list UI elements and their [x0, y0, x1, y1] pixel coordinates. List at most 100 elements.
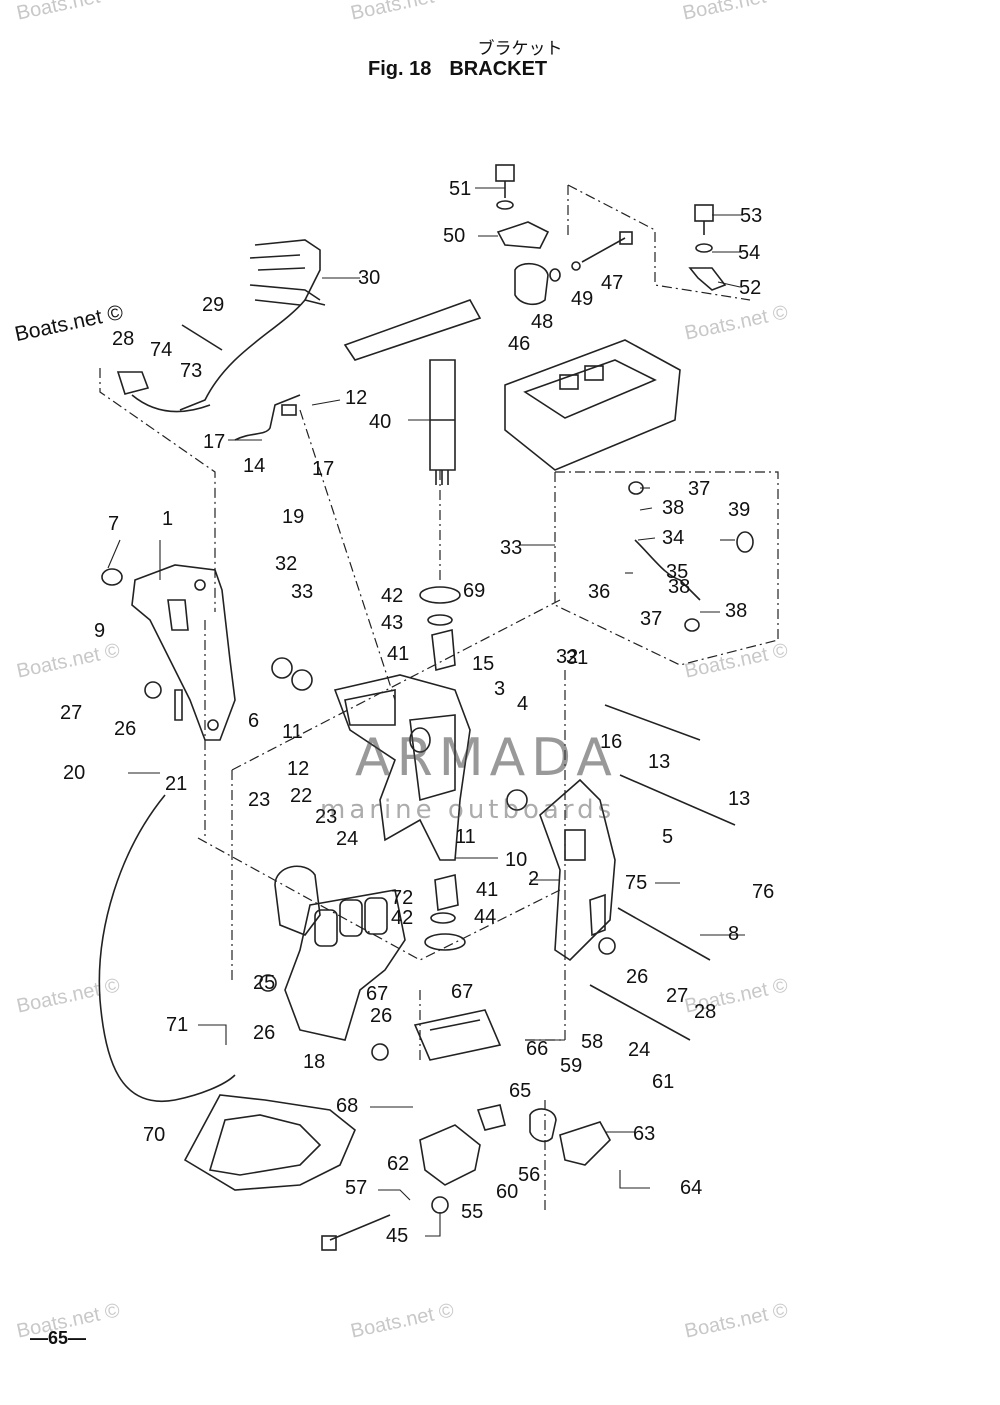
part-label-50: 50 [443, 225, 465, 247]
part-label-53: 53 [740, 205, 762, 227]
part-label-67: 67 [451, 981, 473, 1003]
part-label-16: 16 [600, 731, 622, 753]
assembly-guide-lines [99, 184, 779, 1210]
part-label-46: 46 [508, 333, 530, 355]
part-label-56: 56 [518, 1164, 540, 1186]
clamp-bracket-part-2 [539, 778, 616, 962]
part-label-76: 76 [752, 881, 774, 903]
part-label-14: 14 [243, 455, 265, 477]
part-label-10: 10 [505, 849, 527, 871]
part-label-59: 59 [560, 1055, 582, 1077]
part-label-49: 49 [571, 288, 593, 310]
power-tilt-unit-part-19 [274, 865, 406, 1041]
part-label-18: 18 [303, 1051, 325, 1073]
callout-leaders [107, 187, 745, 1237]
page-number: —65— [30, 1328, 87, 1348]
part-label-17: 17 [203, 431, 225, 453]
part-label-8: 8 [728, 923, 739, 945]
brand-sub-watermark: marine outboards [320, 795, 616, 825]
part-label-42: 42 [381, 585, 403, 607]
part-label-52: 52 [739, 277, 761, 299]
part-label-26: 26 [370, 1005, 392, 1027]
lower-fittings [321, 1009, 611, 1251]
part-label-17: 17 [312, 458, 334, 480]
part-label-41: 41 [476, 879, 498, 901]
part-label-63: 63 [633, 1123, 655, 1145]
brand-watermark: ARMADA [355, 728, 618, 788]
part-label-24: 24 [628, 1039, 650, 1061]
part-label-39: 39 [728, 499, 750, 521]
top-plate-part-46 [504, 339, 681, 471]
part-label-43: 43 [381, 612, 403, 634]
part-label-21: 21 [165, 773, 187, 795]
part-label-37: 37 [688, 478, 710, 500]
washers-and-bushings [144, 586, 616, 1061]
figure-number: Fig. 18 [368, 58, 432, 80]
part-label-4: 4 [517, 693, 528, 715]
part-label-68: 68 [336, 1095, 358, 1117]
part-label-37: 37 [640, 608, 662, 630]
part-label-32: 32 [275, 553, 297, 575]
part-label-72: 72 [391, 887, 413, 909]
part-label-30: 30 [358, 267, 380, 289]
ground-cable-part-70 [98, 794, 236, 1103]
title-japanese: ブラケット [477, 39, 563, 59]
part-label-24: 24 [336, 828, 358, 850]
part-label-38: 38 [725, 600, 747, 622]
part-label-11: 11 [455, 826, 476, 848]
part-label-7: 7 [108, 513, 119, 535]
part-label-42: 42 [391, 907, 413, 929]
part-label-13: 13 [648, 751, 670, 773]
part-label-75: 75 [625, 872, 647, 894]
part-label-9: 9 [94, 620, 105, 642]
part-label-60: 60 [496, 1181, 518, 1203]
part-label-22: 22 [290, 785, 312, 807]
part-label-2: 2 [528, 868, 539, 890]
part-label-58: 58 [581, 1031, 603, 1053]
part-label-20: 20 [63, 762, 85, 784]
part-label-23: 23 [315, 806, 337, 828]
part-label-74: 74 [150, 339, 172, 361]
part-label-28: 28 [112, 328, 134, 350]
part-label-15: 15 [472, 653, 494, 675]
part-label-66: 66 [526, 1038, 548, 1060]
part-label-33: 33 [500, 537, 522, 559]
part-label-6: 6 [248, 710, 259, 732]
part-label-1: 1 [162, 508, 173, 530]
swivel-bracket-part-10 [333, 674, 471, 861]
part-label-73: 73 [180, 360, 202, 382]
part-label-45: 45 [386, 1225, 408, 1247]
part-label-64: 64 [680, 1177, 702, 1199]
part-label-61: 61 [652, 1071, 674, 1093]
part-label-62: 62 [387, 1153, 409, 1175]
part-label-28: 28 [694, 1001, 716, 1023]
part-label-38: 38 [668, 576, 690, 598]
part-label-47: 47 [601, 272, 623, 294]
part-label-34: 34 [662, 527, 684, 549]
part-label-55: 55 [461, 1201, 483, 1223]
part-label-31: 31 [566, 647, 588, 669]
part-label-65: 65 [509, 1080, 531, 1102]
part-label-54: 54 [738, 242, 760, 264]
part-label-27: 27 [60, 702, 82, 724]
clamp-and-bolts [495, 164, 727, 306]
part-label-26: 26 [114, 718, 136, 740]
part-label-29: 29 [202, 294, 224, 316]
part-label-57: 57 [345, 1177, 367, 1199]
part-label-12: 12 [345, 387, 367, 409]
part-label-3: 3 [494, 678, 505, 700]
part-label-33: 33 [291, 581, 313, 603]
tilt-rods [589, 704, 736, 1041]
wire-harness-part-31 [116, 239, 326, 441]
part-label-71: 71 [166, 1014, 188, 1036]
clamp-bracket-part-1 [101, 564, 236, 741]
part-label-41: 41 [387, 643, 409, 665]
part-label-38: 38 [662, 497, 684, 519]
part-label-35: 35 [666, 561, 688, 583]
part-label-67: 67 [366, 983, 388, 1005]
part-label-26: 26 [626, 966, 648, 988]
part-label-48: 48 [531, 311, 553, 333]
